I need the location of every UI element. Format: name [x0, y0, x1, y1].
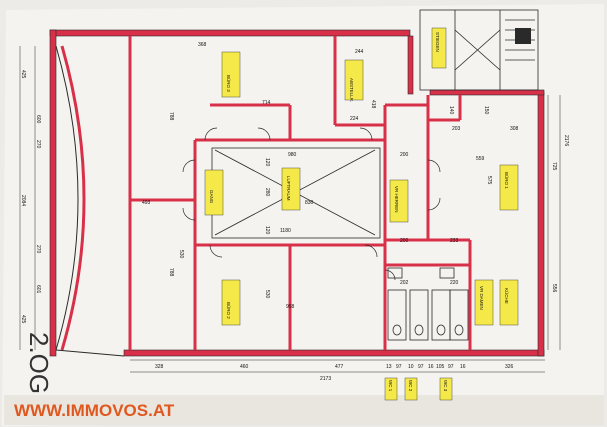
dim-530b: 530: [264, 290, 270, 299]
dim-418: 418: [370, 100, 376, 109]
dim-bot-460: 460: [240, 364, 249, 370]
dim-368: 368: [198, 42, 207, 48]
room-label-luftraum: LUFTRAUM: [286, 176, 291, 201]
dim-bot-2173: 2173: [320, 376, 331, 382]
paper-bottom-shadow: [4, 395, 604, 425]
dim-bot-13: 13: [386, 364, 392, 370]
door-swings: [182, 127, 441, 281]
dim-2176: 2176: [563, 135, 569, 146]
dim-140: 140: [448, 106, 454, 115]
dim-200a: 200: [400, 152, 409, 158]
level-label: 2.OG: [24, 332, 54, 394]
paper-sheet: [2, 4, 604, 426]
dim-308: 308: [510, 126, 519, 132]
dim-1180: 1180: [280, 228, 291, 234]
dim-714: 714: [262, 100, 271, 106]
dim-233: 233: [450, 238, 459, 244]
dim-830: 830: [305, 200, 314, 206]
dim-958: 958: [286, 304, 295, 310]
dim-203: 203: [452, 126, 461, 132]
dim-bot-105: 105: [436, 364, 445, 370]
dim-120a: 120: [264, 158, 270, 167]
dim-bot-328: 328: [155, 364, 164, 370]
dimension-lines: [19, 46, 561, 373]
dim-530a: 530: [178, 250, 184, 259]
interior-walls: [128, 36, 472, 350]
room-label-abstell: ABSTELLR.: [349, 78, 354, 102]
exterior-walls: [49, 29, 545, 357]
dim-bot-97c: 97: [448, 364, 454, 370]
room-label-buero-top: BÜRO 3: [226, 75, 232, 92]
dim-bot-326: 326: [505, 364, 514, 370]
room-label-vorraum: VR HERREN: [394, 186, 399, 213]
dim-788a: 788: [168, 112, 174, 121]
dim-bot-16b: 16: [460, 364, 466, 370]
room-tags: [204, 27, 519, 401]
dim-bot-477: 477: [335, 364, 344, 370]
room-label-wc1: WC 1: [388, 380, 393, 392]
staircase: [419, 9, 539, 91]
dim-280: 280: [264, 188, 270, 197]
dim-120b: 120: [264, 226, 270, 235]
dim-980: 980: [288, 152, 297, 158]
room-label-stiegen: STIEGEN: [435, 32, 440, 52]
dim-150: 150: [483, 106, 489, 115]
dim-244: 244: [355, 49, 364, 55]
dim-575: 575: [486, 176, 492, 185]
room-label-buero-right: BÜRO 1: [504, 172, 510, 189]
bay-window-outer: [55, 45, 79, 351]
dim-bot-16: 16: [428, 364, 434, 370]
room-label-wc-damen: VR DAMEN: [479, 286, 484, 310]
dim-270a: 270: [35, 140, 41, 149]
watermark-url: WWW.IMMOVOS.AT: [14, 401, 175, 420]
dim-200b: 200: [400, 238, 409, 244]
dim-600: 600: [35, 115, 41, 124]
room-label-wc2: WC 2: [408, 380, 413, 392]
dim-601: 601: [35, 285, 41, 294]
dim-2084: 2084: [20, 195, 26, 206]
room-label-buero-left: BÜRO 2: [226, 302, 232, 319]
stair-black-block: [515, 28, 531, 44]
dim-556: 556: [551, 284, 557, 293]
dim-559: 559: [476, 156, 485, 162]
dim-788b: 788: [168, 268, 174, 277]
dim-bot-97a: 97: [396, 364, 402, 370]
room-label-gang: GANG: [209, 190, 214, 204]
dim-425b: 425: [20, 315, 26, 324]
dim-bot-97b: 97: [418, 364, 424, 370]
room-label-kueche: KÜCHE: [504, 288, 510, 304]
dim-bot-10: 10: [408, 364, 414, 370]
dim-425a: 425: [20, 70, 26, 79]
dim-202: 202: [400, 280, 409, 286]
dim-220: 220: [450, 280, 459, 286]
dim-270b: 270: [35, 245, 41, 254]
dim-493: 493: [142, 200, 151, 206]
room-label-wc3: WC 3: [443, 380, 448, 392]
dim-224: 224: [350, 116, 359, 122]
lower-left-wall-edge: [55, 349, 125, 357]
dim-725: 725: [551, 162, 557, 171]
bay-window-wall: [60, 45, 86, 351]
